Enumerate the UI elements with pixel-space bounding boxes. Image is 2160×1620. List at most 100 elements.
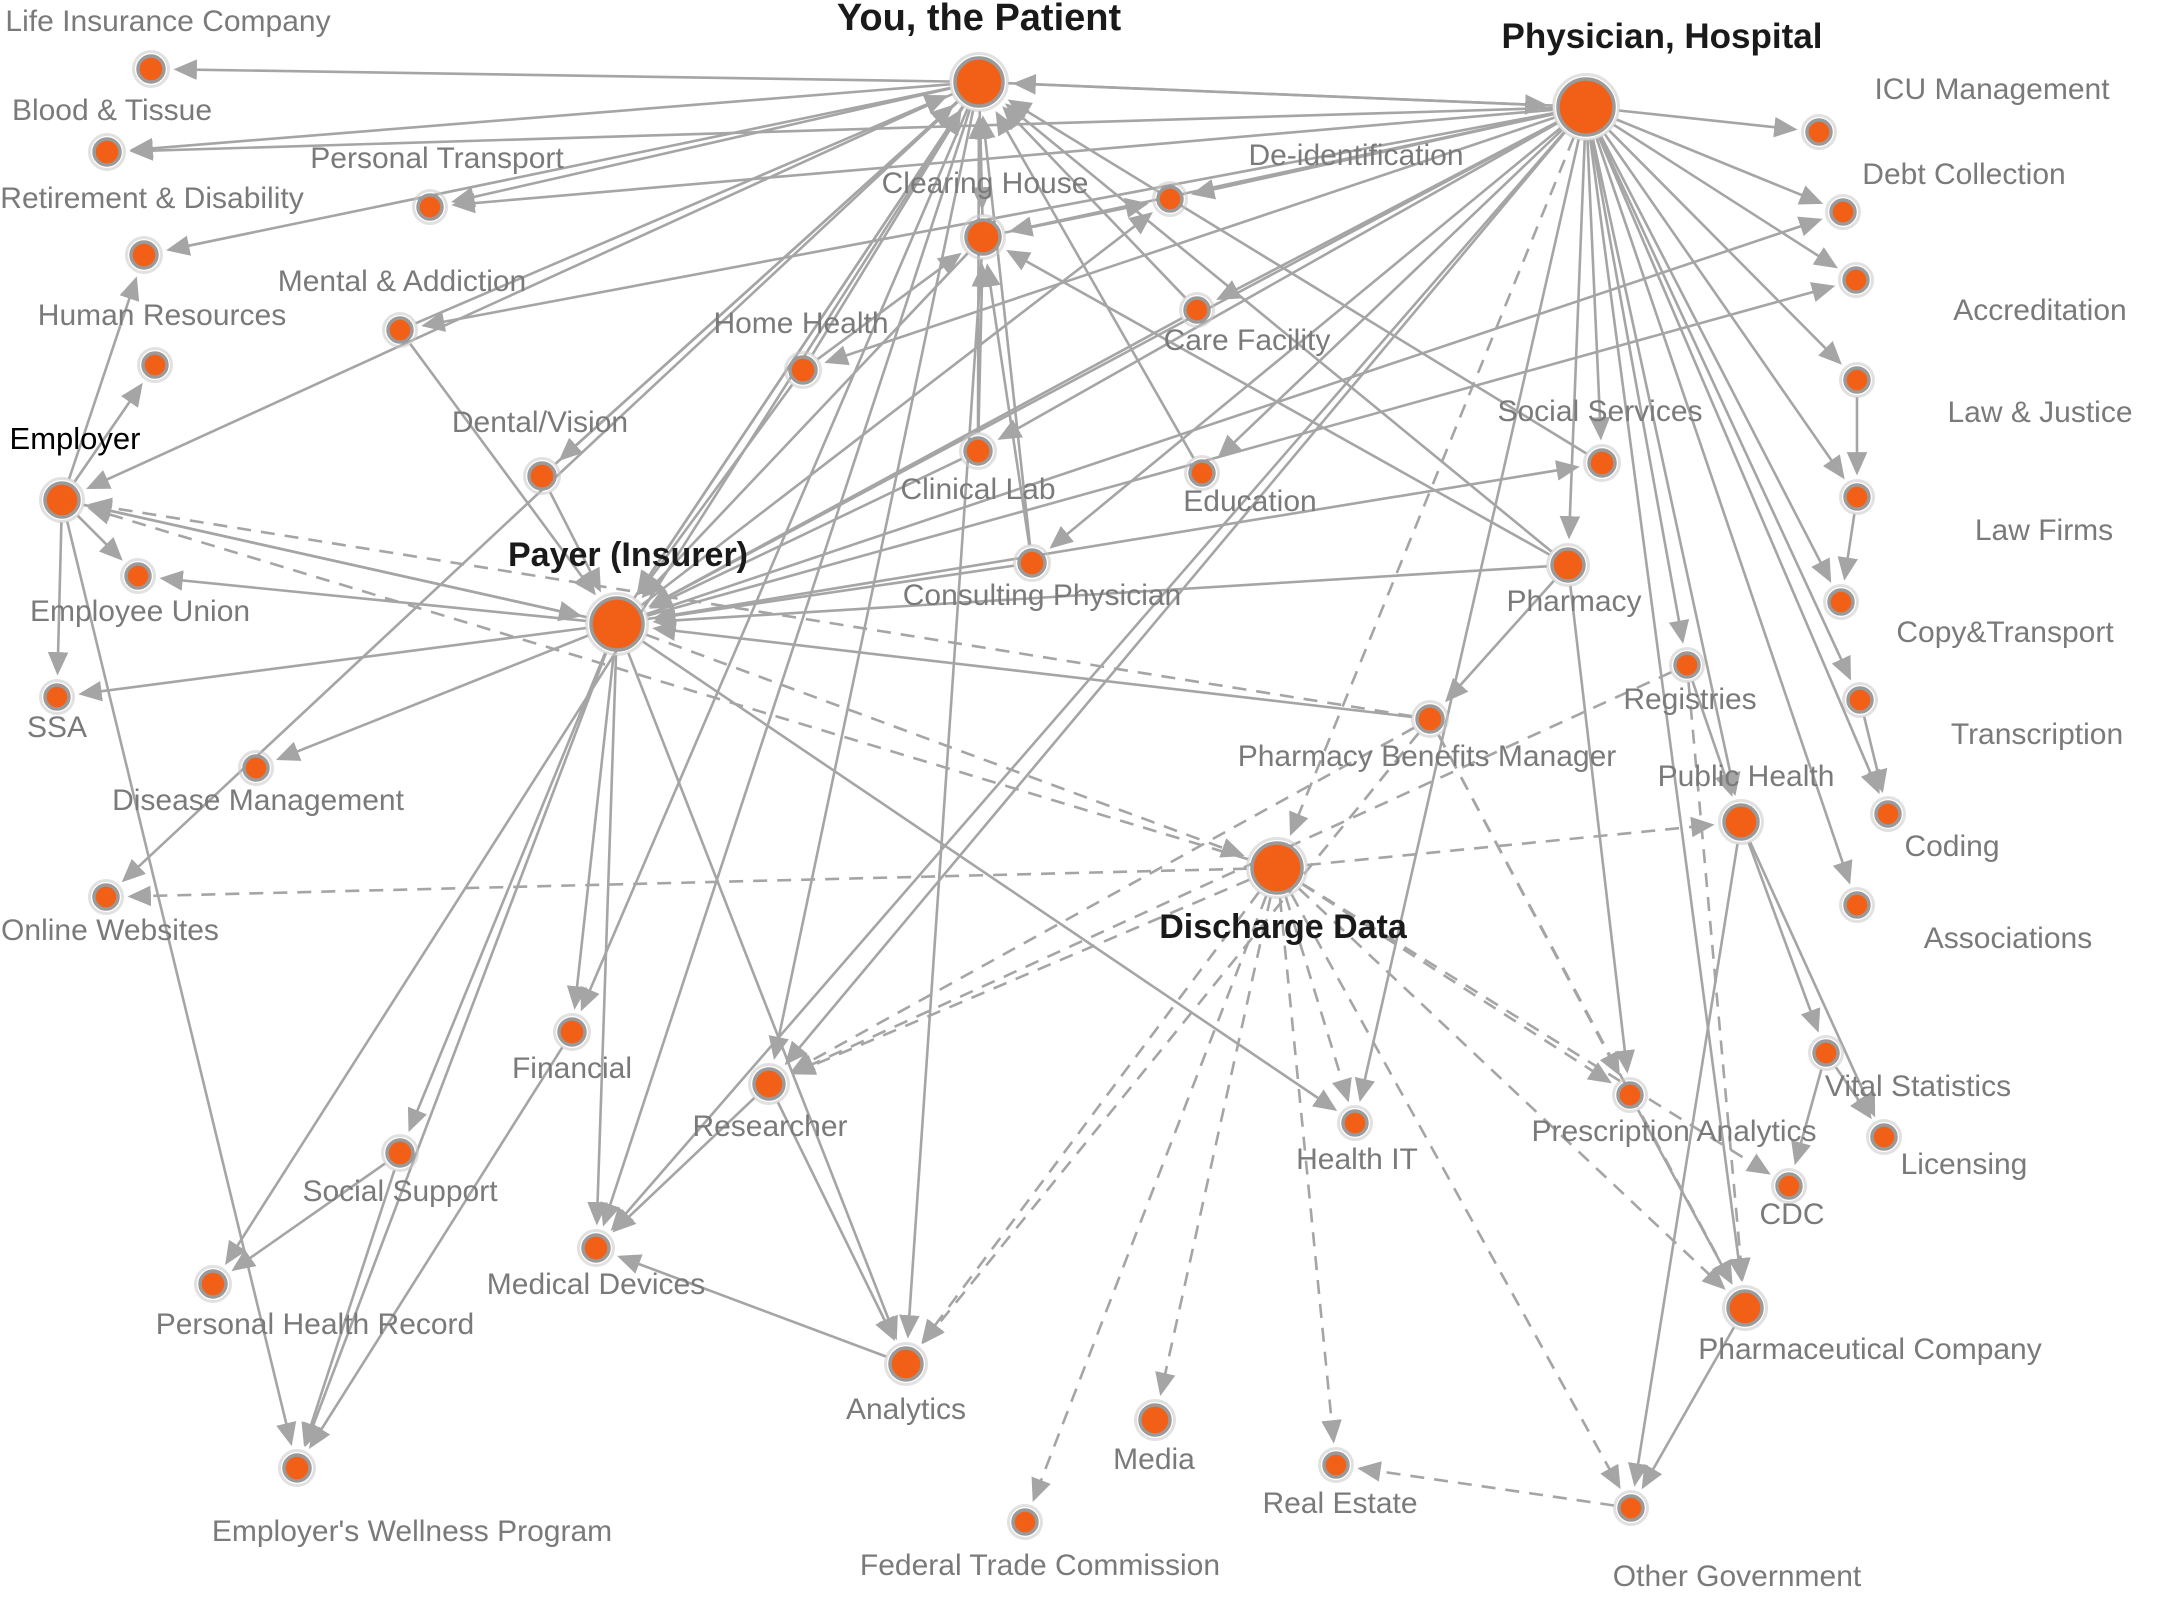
node-dental[interactable] [523,457,561,495]
node-ssa[interactable] [39,679,75,715]
node-employer[interactable] [39,477,85,523]
label-assoc: Associations [1924,922,2092,955]
node-socialserv[interactable] [1583,444,1621,482]
node-accred[interactable] [1838,262,1874,298]
edge-clearing-deid [1004,197,1149,234]
edge-socialserv-patient [1007,99,1588,455]
edge-physician-pharmacy [1559,139,1586,540]
node-union[interactable] [120,558,156,594]
node-analytics[interactable] [884,1342,928,1386]
node-transcription[interactable] [1842,682,1878,718]
node-retirement[interactable] [125,236,163,274]
edge-physician-socialserv [1586,139,1611,441]
node-ftc[interactable] [1007,1504,1043,1540]
node-socialsup[interactable] [381,1134,419,1172]
node-meddev[interactable] [577,1229,615,1267]
node-mental[interactable] [382,312,418,348]
node-pharma[interactable] [1722,1285,1768,1331]
node-clearing[interactable] [960,214,1006,260]
edge-registries-publichealth [1691,680,1735,797]
node-icu[interactable] [1801,114,1837,150]
node-pbm[interactable] [1411,700,1449,738]
node-pharmacy[interactable] [1546,543,1590,587]
edge-physician-assoc [1595,137,1853,885]
edge-employer-hr [73,382,143,483]
node-vital[interactable] [1808,1035,1844,1071]
edge-consult-payer [652,564,1015,626]
node-lawfirms[interactable] [1839,479,1875,515]
node-registries[interactable] [1669,647,1705,683]
node-researcher[interactable] [748,1063,790,1105]
node-payer[interactable] [585,592,649,656]
edge-payer-disease [275,634,589,761]
node-care[interactable] [1179,292,1215,328]
edge-lab-payer [649,457,963,609]
edge-dental-payer [548,491,601,593]
node-discharge[interactable] [1246,837,1308,899]
node-realestate[interactable] [1318,1447,1354,1483]
node-financial[interactable] [553,1013,591,1051]
edge-patient-transport [450,87,951,208]
edge-analytics-meddev [617,1254,887,1358]
edge-discharge-ftc-dashed [1031,895,1268,1502]
edge-pharmacy-patient [1004,103,1553,553]
edge-discharge-websites-dashed [127,867,1248,907]
edge-employer-retirement [67,276,140,480]
label-media: Media [1113,1443,1195,1476]
node-lawjust[interactable] [1839,362,1875,398]
edge-discharge-publichealth-dashed [1306,816,1715,867]
label-publichealth: Public Health [1658,760,1835,793]
node-patient[interactable] [949,52,1009,112]
node-copytrans[interactable] [1823,584,1859,620]
edge-vital-licensing [1834,1066,1872,1120]
node-deid[interactable] [1152,181,1188,217]
node-publichealth[interactable] [1718,799,1764,845]
label-lawjust: Law & Justice [1947,396,2132,429]
label-othergov: Other Government [1613,1560,1862,1593]
node-transport[interactable] [412,189,448,225]
edge-pbm-payer [652,620,1413,719]
edge-payer-socialsup [407,652,607,1133]
node-education[interactable] [1184,455,1220,491]
node-disease[interactable] [238,750,274,786]
edge-clearing-payer [641,252,969,599]
edge-physician-lawjust [1608,129,1842,365]
label-life_insurance: Life Insurance Company [5,5,330,38]
edge-physician-mental [421,111,1554,332]
node-debt[interactable] [1825,194,1861,230]
edge-home_health-payer [637,383,794,596]
edge-employer-union [76,514,123,561]
label-physician: Physician, Hospital [1502,17,1823,56]
node-physician[interactable] [1552,73,1620,141]
node-blood_tissue[interactable] [88,133,126,171]
edge-discharge-prescript-dashed [1301,883,1612,1084]
node-prescript[interactable] [1612,1077,1648,1113]
edge-patient-payer [636,105,964,595]
edge-payer-meddev [587,654,618,1226]
edge-discharge-cdc-dashed [1301,882,1771,1175]
node-media[interactable] [1134,1399,1176,1441]
edge-financial-wellness [309,1046,564,1449]
node-assoc[interactable] [1839,887,1875,923]
node-consult[interactable] [1013,544,1051,582]
label-patient: You, the Patient [837,0,1122,39]
label-employer: Employer [10,421,141,456]
node-licensing[interactable] [1866,1119,1902,1155]
node-cdc[interactable] [1771,1168,1807,1204]
node-healthit[interactable] [1337,1105,1373,1141]
node-othergov[interactable] [1613,1490,1649,1526]
edge-pharmacy-pbm [1445,579,1555,703]
node-life_insurance[interactable] [132,50,170,88]
edge-payer-healthit [641,640,1338,1111]
node-wellness[interactable] [278,1449,316,1487]
node-home_health[interactable] [784,351,822,389]
node-lab[interactable] [959,432,997,470]
node-hr[interactable] [137,347,173,383]
edge-payer-union [159,570,587,623]
node-coding[interactable] [1870,796,1906,832]
edge-physician-lab [997,122,1558,440]
node-websites[interactable] [88,879,124,915]
node-phr[interactable] [194,1265,232,1303]
edge-lab-clearing [971,263,993,434]
